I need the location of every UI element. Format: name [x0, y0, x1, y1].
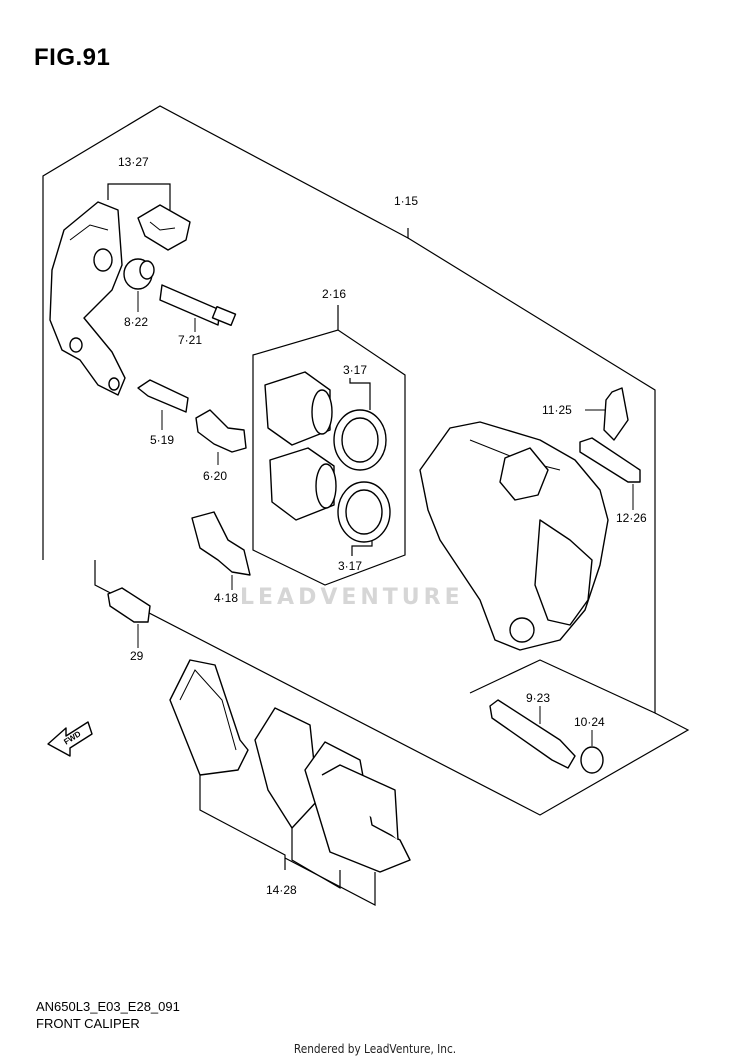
pad-spring — [137, 204, 191, 251]
mounting-bolt-29 — [107, 587, 151, 623]
callout-29: 29 — [130, 649, 144, 663]
callout-12-26: 12·26 — [616, 511, 647, 525]
leader-14-28-c — [284, 857, 376, 906]
leader-14-28-a — [199, 775, 286, 870]
callout-11-25: 11·25 — [542, 403, 572, 417]
callout-13-27: 13·27 — [118, 155, 149, 169]
callout-10-24: 10·24 — [574, 715, 605, 729]
caliper-body — [419, 421, 609, 651]
figure-name: FRONT CALIPER — [36, 1016, 140, 1031]
fwd-arrow-icon: FWD — [47, 721, 93, 757]
pad-shim-4 — [191, 511, 251, 576]
piston-seals — [333, 409, 391, 543]
callout-5-19: 5·19 — [150, 433, 174, 447]
figure-title: FIG.91 — [34, 44, 111, 71]
callout-7-21: 7·21 — [178, 333, 202, 347]
leadventure-watermark: LEADVENTURE — [240, 585, 464, 610]
boot-6 — [195, 409, 247, 453]
caliper-bracket — [49, 201, 126, 396]
pad-pin-9 — [489, 699, 576, 769]
render-credit: Rendered by LeadVenture, Inc. — [293, 1042, 457, 1056]
assembly-outline-right — [407, 237, 656, 714]
callout-1-15: 1·15 — [394, 194, 418, 208]
callout-4-18: 4·18 — [214, 591, 238, 605]
leader-3-17-top — [349, 378, 371, 410]
leader-13-27 — [107, 183, 171, 210]
callout-14-28: 14·28 — [266, 883, 297, 897]
callout-6-20: 6·20 — [203, 469, 227, 483]
assembly-outline-lower — [94, 560, 690, 816]
slide-pin-bolt-5 — [137, 379, 189, 413]
pistons — [264, 371, 337, 521]
assembly-outline — [42, 105, 409, 560]
callout-3-17-bottom: 3·17 — [338, 559, 362, 573]
bleeder-valve-11 — [603, 387, 629, 441]
slide-pin-7 — [159, 284, 237, 327]
plug-10 — [580, 746, 604, 774]
callout-3-17-top: 3·17 — [343, 363, 367, 377]
callout-2-16: 2·16 — [322, 287, 346, 301]
callout-9-23: 9·23 — [526, 691, 550, 705]
callout-8-22: 8·22 — [124, 315, 148, 329]
boot-8 — [123, 258, 155, 290]
brake-pads — [169, 659, 411, 873]
plate-12 — [579, 437, 641, 483]
figure-code: AN650L3_E03_E28_091 — [36, 999, 180, 1014]
